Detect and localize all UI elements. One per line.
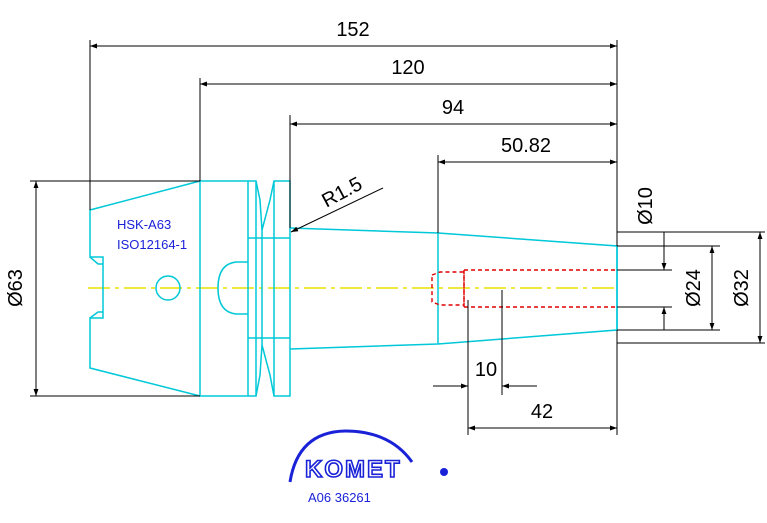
shank-hole bbox=[155, 275, 181, 301]
flange-keyway bbox=[217, 261, 248, 315]
dim-radius: R1.5 bbox=[318, 173, 366, 212]
registered-mark-icon bbox=[440, 468, 448, 476]
shank-notch-bottom bbox=[89, 311, 103, 319]
v-groove-inner bbox=[261, 180, 291, 397]
dim-overall-length: 152 bbox=[336, 19, 369, 41]
hsk-shank bbox=[89, 180, 201, 397]
komet-logo: KOMET bbox=[288, 429, 448, 484]
dim-relief-length: 10 bbox=[475, 359, 497, 381]
part-label-line1: HSK-A63 bbox=[117, 217, 171, 232]
part-label-line2: ISO12164-1 bbox=[117, 237, 187, 252]
dim-bore-depth: 42 bbox=[531, 401, 553, 423]
komet-logo-text: KOMET bbox=[305, 456, 402, 483]
dim-tip-outer-diameter: Ø32 bbox=[731, 269, 753, 307]
dim-taper-length: 50.82 bbox=[501, 135, 551, 157]
dim-tip-inner-diameter: Ø24 bbox=[683, 269, 705, 307]
dim-flange-diameter: Ø63 bbox=[5, 269, 27, 307]
hidden-bore bbox=[431, 269, 617, 308]
shank-notch-top bbox=[89, 256, 103, 265]
komet-logo-arc bbox=[288, 429, 414, 483]
order-number: A06 36261 bbox=[308, 490, 371, 505]
dim-shank-to-tip: 94 bbox=[442, 97, 464, 119]
dim-bore-diameter: Ø10 bbox=[635, 187, 657, 225]
tool-outline bbox=[89, 180, 618, 397]
dimension-lines bbox=[30, 40, 765, 435]
dim-flange-to-tip: 120 bbox=[391, 57, 424, 79]
